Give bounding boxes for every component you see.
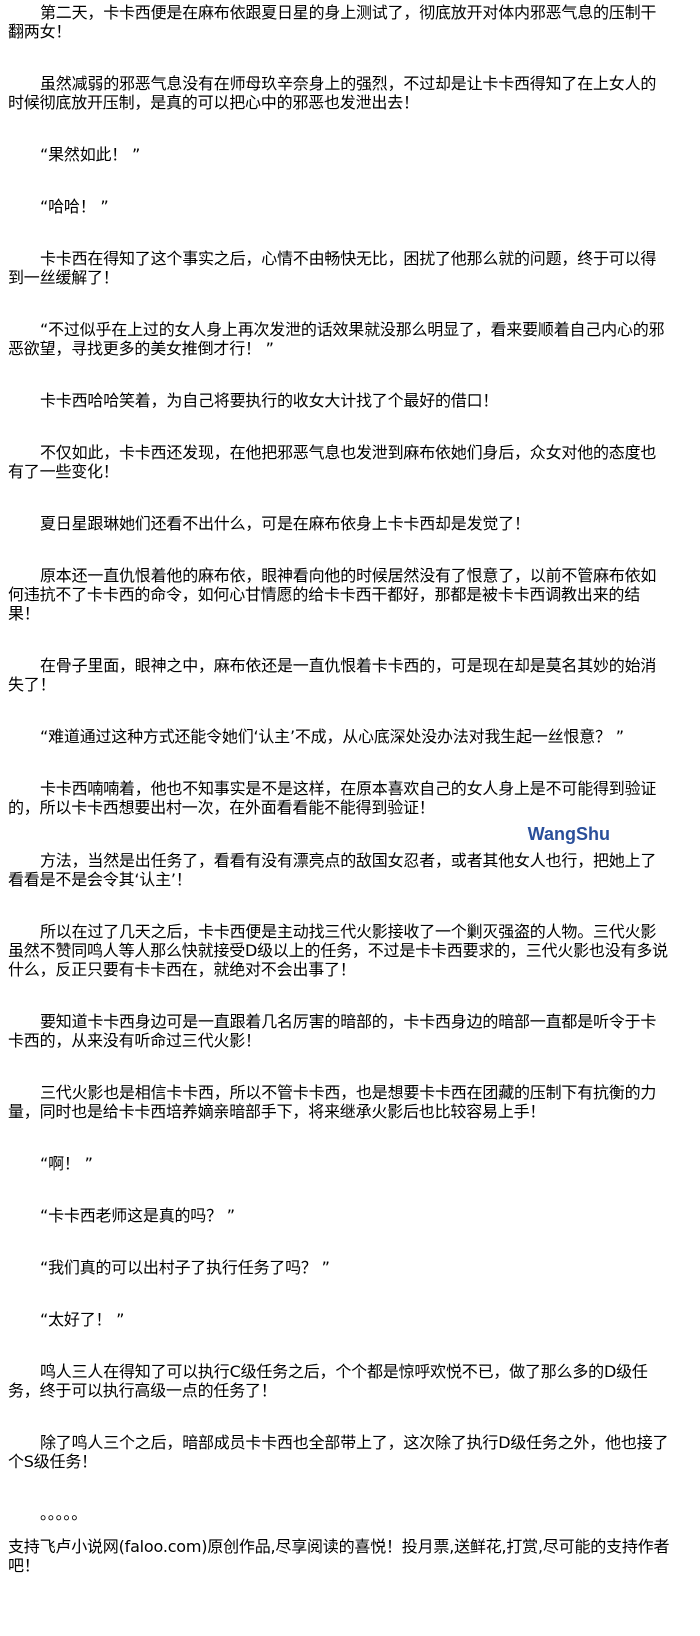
chapter-text: 第二天，卡卡西便是在麻布依跟夏日星的身上测试了，彻底放开对体内邪恶气息的压制干翻… (8, 3, 670, 1608)
paragraph: 在骨子里面，眼神之中，麻布依还是一直仇恨着卡卡西的，可是现在却是莫名其妙的始消失… (8, 656, 657, 694)
paragraph: “不过似乎在上过的女人身上再次发泄的话效果就没那么明显了，看来要顺着自己内心的邪… (8, 320, 665, 358)
paragraph: “太好了！ ” (40, 1310, 125, 1329)
paragraph: 卡卡西在得知了这个事实之后，心情不由畅快无比，困扰了他那么就的问题，终于可以得到… (8, 249, 657, 287)
paragraph: 不仅如此，卡卡西还发现，在他把邪恶气息也发泄到麻布依她们身后，众女对他的态度也有… (8, 443, 657, 481)
paragraph: 所以在过了几天之后，卡卡西便是主动找三代火影接收了一个剿灭强盗的人物。三代火影虽… (8, 922, 668, 979)
paragraph: “哈哈！ ” (40, 197, 109, 216)
paragraph: “果然如此！ ” (40, 145, 141, 164)
paragraph: 夏日星跟琳她们还看不出什么，可是在麻布依身上卡卡西却是发觉了！ (40, 514, 530, 533)
support-footer: 支持飞卢小说网(faloo.com)原创作品,尽享阅读的喜悦！投月票,送鲜花,打… (8, 1537, 670, 1575)
paragraph: 卡卡西喃喃着，他也不知事实是不是这样，在原本喜欢自己的女人身上是不可能得到验证的… (8, 779, 657, 817)
paragraph: 虽然减弱的邪恶气息没有在师母玖辛奈身上的强烈，不过却是让卡卡西得知了在上女人的时… (8, 74, 657, 112)
paragraph: 第二天，卡卡西便是在麻布依跟夏日星的身上测试了，彻底放开对体内邪恶气息的压制干翻… (8, 3, 657, 41)
paragraph: “啊！ ” (40, 1154, 93, 1173)
paragraph: 卡卡西哈哈笑着，为自己将要执行的收女大计找了个最好的借口！ (40, 391, 499, 410)
watermark: WangShu (527, 824, 610, 844)
paragraph: 鸣人三人在得知了可以执行C级任务之后，个个都是惊呼欢悦不已，做了那么多的D级任务… (8, 1362, 648, 1400)
paragraph: 三代火影也是相信卡卡西，所以不管卡卡西，也是想要卡卡西在团藏的压制下有抗衡的力量… (8, 1083, 657, 1121)
paragraph: “卡卡西老师这是真的吗？ ” (40, 1206, 235, 1225)
paragraph: “难道通过这种方式还能令她们‘认主’不成，从心底深处没办法对我生起一丝恨意？ ” (40, 727, 624, 746)
paragraph: 要知道卡卡西身边可是一直跟着几名厉害的暗部的，卡卡西身边的暗部一直都是听令于卡卡… (8, 1012, 657, 1050)
paragraph: 除了鸣人三个之后，暗部成员卡卡西也全部带上了，这次除了执行D级任务之外，他也接了… (8, 1433, 669, 1471)
paragraph: “我们真的可以出村子了执行任务了吗？ ” (40, 1258, 330, 1277)
paragraph: 。。。。。 (40, 1504, 88, 1523)
paragraph: 方法，当然是出任务了，看看有没有漂亮点的敌国女忍者，或者其他女人也行，把她上了看… (8, 851, 657, 889)
paragraph: 原本还一直仇恨着他的麻布依，眼神看向他的时候居然没有了恨意了，以前不管麻布依如何… (8, 566, 657, 623)
